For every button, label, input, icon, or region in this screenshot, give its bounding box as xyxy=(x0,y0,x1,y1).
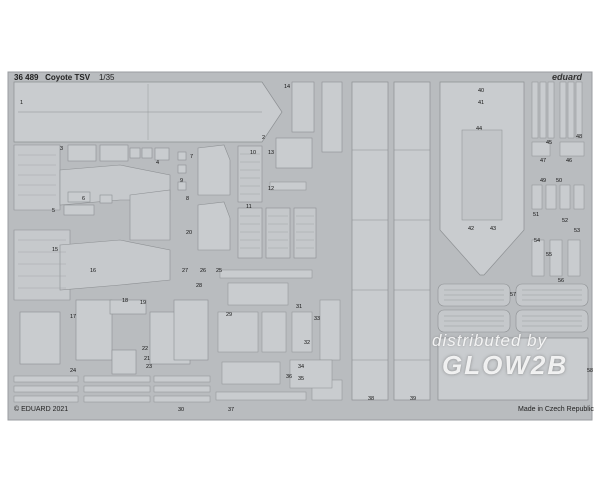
part-number-2: 2 xyxy=(262,135,266,141)
part-number-12: 12 xyxy=(268,186,275,192)
part-number-22: 22 xyxy=(142,346,149,352)
part-number-54: 54 xyxy=(534,238,541,244)
part-45-48-slats xyxy=(531,81,585,157)
part-number-57: 57 xyxy=(510,292,517,298)
part-number-43: 43 xyxy=(490,226,497,232)
part-number-56: 56 xyxy=(558,278,565,284)
part-number-33: 33 xyxy=(314,316,321,322)
part-30-37-strips xyxy=(13,375,343,403)
part-number-25: 25 xyxy=(216,268,223,274)
part-number-8: 8 xyxy=(186,196,190,202)
part-number-36: 36 xyxy=(286,374,293,380)
part-number-28: 28 xyxy=(196,283,203,289)
part-15-right-shell xyxy=(129,189,171,241)
part-number-19: 19 xyxy=(140,300,147,306)
part-number-40: 40 xyxy=(478,88,485,94)
part-7-8-brackets xyxy=(197,144,231,251)
part-number-42: 42 xyxy=(468,226,475,232)
part-39-strip xyxy=(393,81,431,401)
part-38-strip xyxy=(351,81,389,401)
part-number-20: 20 xyxy=(186,230,193,236)
part-number-45: 45 xyxy=(546,140,553,146)
part-number-58: 58 xyxy=(587,368,594,374)
part-number-39: 39 xyxy=(410,396,417,402)
part-number-6: 6 xyxy=(82,196,86,202)
part-number-47: 47 xyxy=(540,158,547,164)
part-number-1: 1 xyxy=(20,100,24,106)
part-number-5: 5 xyxy=(52,208,56,214)
part-number-30: 30 xyxy=(178,407,185,413)
part-number-35: 35 xyxy=(298,376,305,382)
part-number-23: 23 xyxy=(146,364,153,370)
origin-text: Made in Czech Republic xyxy=(518,406,594,413)
part-number-13: 13 xyxy=(268,150,275,156)
part-number-32: 32 xyxy=(304,340,311,346)
part-number-15: 15 xyxy=(52,247,59,253)
kit-title: Coyote TSV xyxy=(45,73,91,82)
part-number-11: 11 xyxy=(246,204,252,210)
kit-scale: 1/35 xyxy=(98,73,115,82)
part-number-27: 27 xyxy=(182,268,189,274)
part-number-7: 7 xyxy=(190,154,194,160)
part-25-36-parts xyxy=(217,269,341,389)
part-number-14: 14 xyxy=(284,84,291,90)
part-58-panel xyxy=(437,337,589,401)
watermark-line1: distributed by xyxy=(432,331,548,350)
part-number-37: 37 xyxy=(228,407,235,413)
part-14 xyxy=(291,81,315,133)
part-number-17: 17 xyxy=(70,314,77,320)
part-number-16: 16 xyxy=(90,268,97,274)
kit-code: 36 489 xyxy=(14,73,39,82)
copyright-text: © EDUARD 2021 xyxy=(14,406,69,413)
part-13 xyxy=(275,137,313,169)
part-number-53: 53 xyxy=(574,228,581,234)
small-parts-left xyxy=(63,144,187,216)
part-17-24-boxes xyxy=(19,299,209,375)
part-number-21: 21 xyxy=(144,356,151,362)
part-number-18: 18 xyxy=(122,298,129,304)
part-number-38: 38 xyxy=(368,396,375,402)
part-number-52: 52 xyxy=(562,218,569,224)
watermark-logo: GLOW2B xyxy=(442,350,569,380)
part-number-49: 49 xyxy=(540,178,547,184)
eduard-logo: eduard xyxy=(552,72,583,82)
part-number-4: 4 xyxy=(156,160,160,166)
part-number-44: 44 xyxy=(476,126,483,132)
part-number-50: 50 xyxy=(556,178,563,184)
part-number-24: 24 xyxy=(70,368,77,374)
part-number-55: 55 xyxy=(546,252,553,258)
part-number-3: 3 xyxy=(60,146,64,152)
fret-header: 36 489 Coyote TSV 1/35 xyxy=(14,73,115,82)
part-number-26: 26 xyxy=(200,268,207,274)
part-number-9: 9 xyxy=(180,178,184,184)
part-number-34: 34 xyxy=(298,364,305,370)
part-number-41: 41 xyxy=(478,100,485,106)
part-number-48: 48 xyxy=(576,134,583,140)
part-number-46: 46 xyxy=(566,158,573,164)
part-number-10: 10 xyxy=(250,150,257,156)
part-15-16-shells xyxy=(13,144,171,301)
part-number-31: 31 xyxy=(296,304,303,310)
part-number-29: 29 xyxy=(226,312,233,318)
part-10-11-grilles xyxy=(237,145,317,259)
part-number-51: 51 xyxy=(533,212,540,218)
